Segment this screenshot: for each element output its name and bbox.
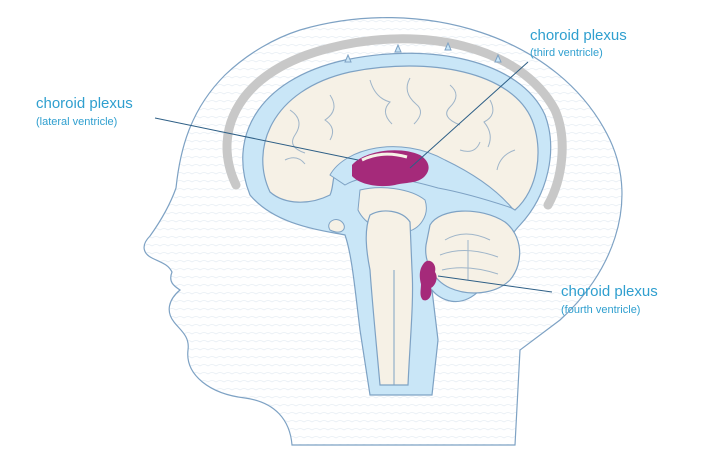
label-lateral-subtitle: (lateral ventricle): [36, 116, 117, 128]
label-third-subtitle: (third ventricle): [530, 47, 603, 59]
label-fourth-title: choroid plexus: [561, 283, 658, 300]
choroid-plexus-fourth: [419, 260, 437, 301]
label-lateral-title: choroid plexus: [36, 95, 133, 112]
label-third-title: choroid plexus: [530, 27, 627, 44]
brainstem: [365, 210, 414, 386]
choroid-plexus-upper: [352, 150, 429, 187]
label-fourth-subtitle: (fourth ventricle): [561, 304, 640, 316]
gyri: [284, 77, 516, 171]
arachnoid-granulations: [344, 41, 502, 63]
leader-third: [409, 61, 529, 169]
plexus-highlight: [361, 152, 408, 162]
leader-lateral: [154, 117, 359, 161]
cerebellum-folia: [439, 233, 499, 280]
skull-band: [222, 34, 567, 210]
leader-fourth: [437, 275, 553, 293]
pituitary: [328, 219, 345, 233]
